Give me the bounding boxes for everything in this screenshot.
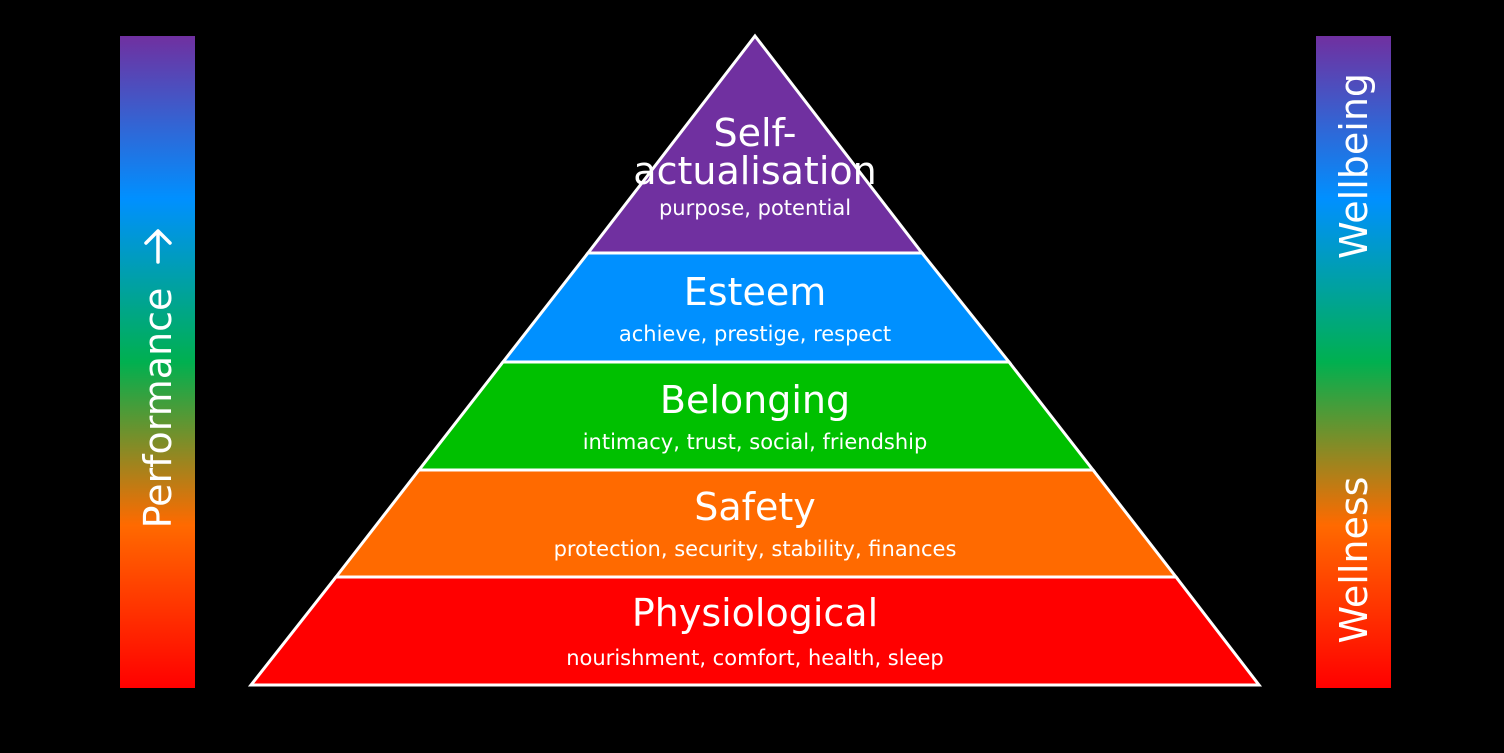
performance-bar: Performance	[120, 36, 195, 688]
safety-title: Safety	[694, 485, 816, 529]
safety-subtitle: protection, security, stability, finance…	[553, 537, 957, 561]
wellbeing-bar: Wellbeing Wellness	[1316, 36, 1391, 688]
physiological-subtitle: nourishment, comfort, health, sleep	[566, 646, 944, 670]
esteem-title: Esteem	[683, 270, 827, 314]
pyramid-level-physiological	[247, 575, 1263, 687]
arrow-up-icon	[143, 229, 172, 264]
self-actualisation-title-line1: Self-	[713, 111, 797, 155]
physiological-title: Physiological	[631, 591, 879, 635]
esteem-subtitle: achieve, prestige, respect	[618, 322, 892, 346]
belonging-title: Belonging	[659, 378, 851, 422]
self-actualisation-subtitle: purpose, potential	[658, 196, 852, 220]
self-actualisation-title-line2: actualisation	[633, 149, 877, 193]
belonging-subtitle: intimacy, trust, social, friendship	[582, 430, 928, 454]
